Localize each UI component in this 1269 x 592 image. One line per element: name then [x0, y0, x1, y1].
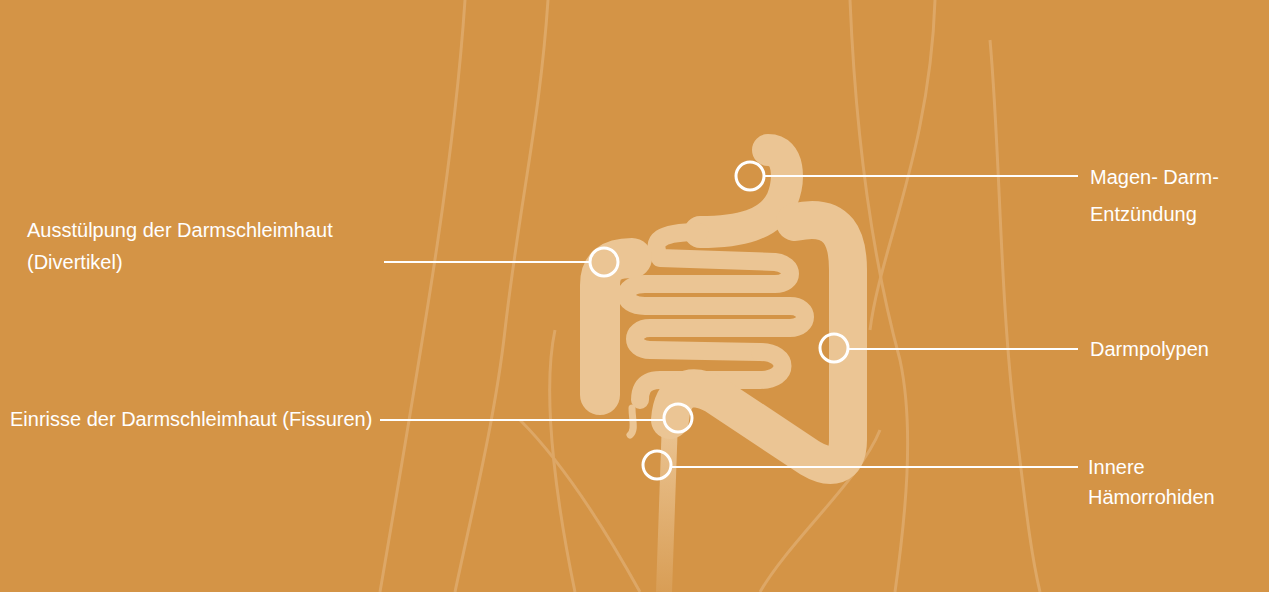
digestive-tract: [600, 40, 848, 592]
body-silhouette: [380, 0, 1040, 592]
marker-circles: [590, 162, 848, 479]
callout-label: Darmpolypen: [1090, 333, 1265, 365]
callout-label: Magen- Darm- Entzündung: [1090, 159, 1269, 233]
callout-label: Ausstülpung der Darmschleimhaut (Diverti…: [27, 214, 379, 278]
callout-label: Innere Hämorrohiden: [1088, 452, 1269, 512]
callout-label: Einrisse der Darmschleimhaut (Fissuren): [10, 404, 376, 434]
leader-lines: [380, 176, 1078, 467]
